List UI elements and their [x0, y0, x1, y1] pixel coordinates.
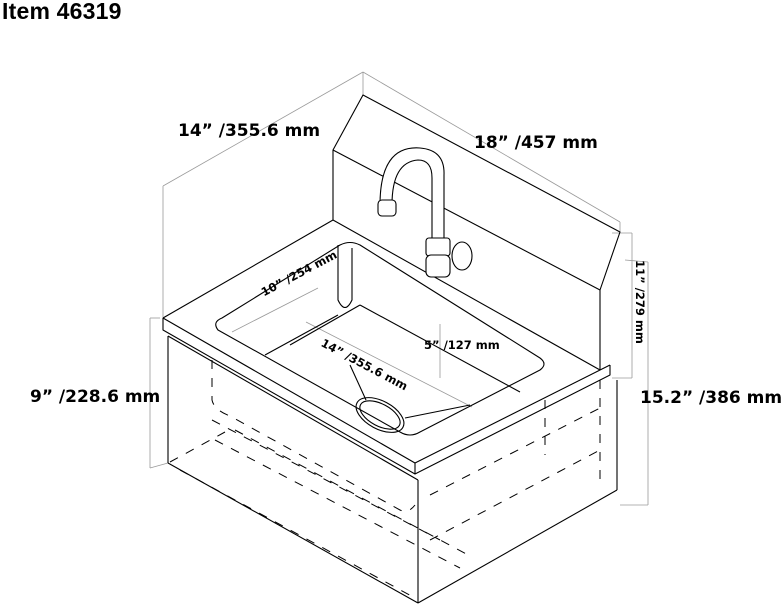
dimension-backsplash-height: 11” /279 mm	[632, 260, 647, 344]
dimension-lines	[149, 71, 649, 506]
faucet-icon	[377, 147, 473, 278]
item-title: Item 46319	[2, 0, 122, 24]
dimension-bowl-depth: 5” /127 mm	[424, 338, 500, 352]
sink-outline	[162, 94, 621, 604]
dimension-depth: 14” /355.6 mm	[178, 121, 321, 141]
dimension-width: 18” /457 mm	[474, 133, 598, 153]
hidden-lines	[169, 360, 601, 599]
dimension-bowl-depth-front: 9” /228.6 mm	[30, 387, 161, 407]
dimension-overall-height: 15.2” /386 mm	[640, 388, 783, 408]
